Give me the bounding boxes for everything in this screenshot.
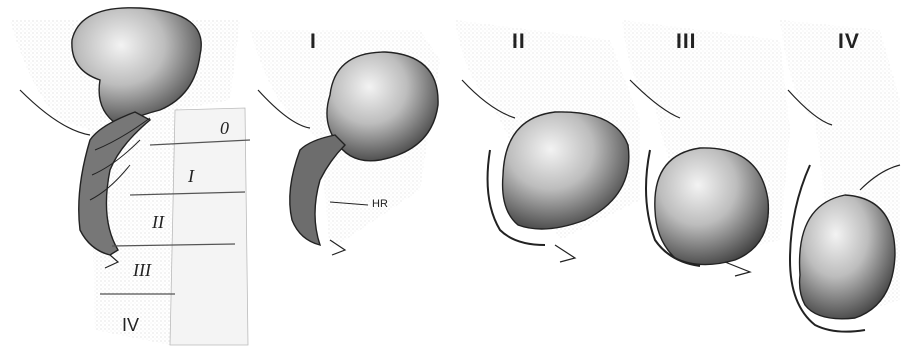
uterus-shape xyxy=(800,195,895,319)
scale-label-3: III xyxy=(133,260,151,281)
panel-stage-3 xyxy=(622,20,790,276)
scale-label-0: 0 xyxy=(220,118,229,139)
stage-title-4: IV xyxy=(838,30,860,54)
uterus-shape xyxy=(655,148,769,265)
hr-label: HR xyxy=(372,198,388,210)
stage-title-2: II xyxy=(512,30,526,54)
panel-reference xyxy=(10,8,250,345)
panel-stage-4 xyxy=(780,20,900,332)
stage-title-3: III xyxy=(676,30,697,54)
panel-stage-2 xyxy=(455,20,640,262)
panel-stage-1 xyxy=(250,30,440,255)
stage-title-1: I xyxy=(310,30,317,54)
scale-label-2: II xyxy=(152,212,164,233)
scale-label-1: I xyxy=(188,166,194,187)
scale-label-4: IV xyxy=(122,315,139,336)
